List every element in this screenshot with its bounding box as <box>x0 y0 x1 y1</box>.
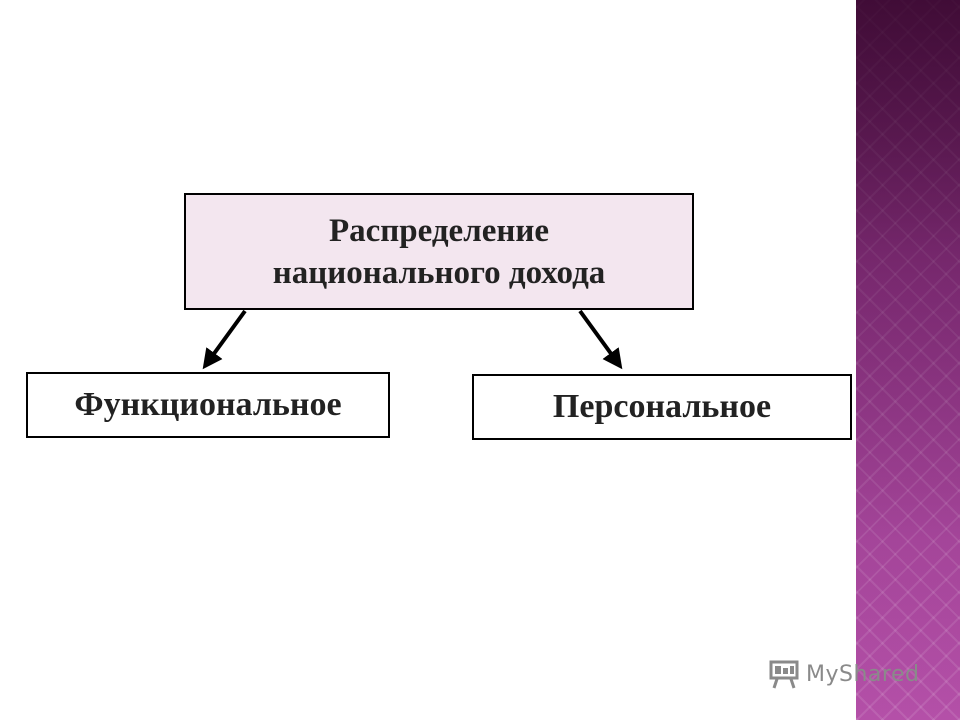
decorative-side-band <box>856 0 960 720</box>
arrow-to-left-node <box>202 309 247 370</box>
right-node: Персональное <box>472 374 852 440</box>
right-node-label: Персональное <box>552 388 772 425</box>
watermark: MyShared <box>768 656 919 692</box>
watermark-text: MyShared <box>806 661 920 687</box>
left-node-label: Функциональное <box>74 386 342 423</box>
left-node: Функциональное <box>26 372 390 438</box>
root-node-line-2: национального дохода <box>272 254 606 291</box>
root-node-line-1: Распределение <box>328 212 550 249</box>
arrow-to-right-node <box>578 309 623 370</box>
presentation-board-icon <box>769 660 799 689</box>
root-node: Распределение национального дохода <box>184 193 694 310</box>
